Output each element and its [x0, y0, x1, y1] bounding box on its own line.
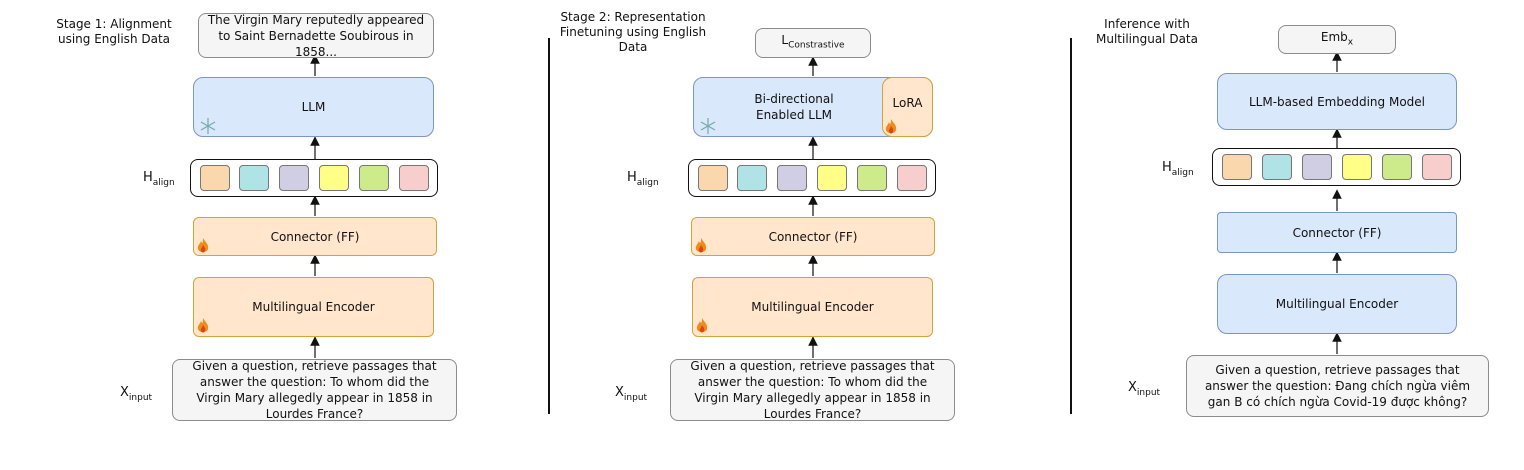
stage1-halign-label: Halign	[143, 170, 175, 188]
stage3-halign-label: Halign	[1162, 160, 1194, 178]
token-cell	[239, 165, 269, 191]
snowflake-icon	[200, 118, 216, 134]
stage2-encoder-box: Multilingual Encoder	[692, 277, 933, 337]
token-cell	[359, 165, 389, 191]
stage1-title: Stage 1: Alignment using English Data	[56, 17, 172, 46]
stage2-halign-label: Halign	[627, 170, 659, 188]
stage3-encoder-box: Multilingual Encoder	[1217, 274, 1457, 334]
snowflake-icon	[700, 118, 716, 134]
token-cell	[1382, 154, 1412, 180]
token-cell	[319, 165, 349, 191]
token-cell	[737, 165, 767, 191]
stage3-halign-tokens	[1212, 148, 1461, 186]
stage2-title: Stage 2: Representation Finetuning using…	[559, 10, 707, 54]
stage1-input-text: Given a question, retrieve passages that…	[172, 359, 457, 421]
token-cell	[1422, 154, 1452, 180]
emb-label: Embx	[1320, 29, 1354, 48]
token-cell	[817, 165, 847, 191]
token-cell	[777, 165, 807, 191]
fire-icon	[197, 238, 209, 253]
stage2-input-text: Given a question, retrieve passages that…	[670, 359, 955, 421]
fire-icon	[197, 318, 209, 333]
stage3-title: Inference with Multilingual Data	[1096, 17, 1198, 46]
stage-divider-1	[548, 38, 550, 414]
stage2-input-label: Xinput	[615, 385, 648, 403]
stage2-halign-tokens	[688, 159, 936, 197]
token-cell	[857, 165, 887, 191]
loss-label: LConstrastive	[781, 33, 845, 51]
stage3-connector-box: Connector (FF)	[1217, 212, 1457, 253]
token-cell	[1342, 154, 1372, 180]
stage1-encoder-box: Multilingual Encoder	[193, 277, 434, 337]
token-cell	[1262, 154, 1292, 180]
token-cell	[279, 165, 309, 191]
lora-adapter-box: LoRA	[882, 77, 933, 137]
token-cell	[399, 165, 429, 191]
token-cell	[698, 165, 728, 191]
stage2-loss-box: LConstrastive	[755, 28, 871, 58]
fire-icon	[885, 119, 897, 134]
token-cell	[200, 165, 230, 191]
fire-icon	[695, 238, 707, 253]
stage1-input-label: Xinput	[120, 385, 153, 403]
stage-divider-2	[1070, 38, 1072, 414]
stage3-input-text: Given a question, retrieve passages that…	[1186, 355, 1489, 417]
stage1-halign-tokens	[190, 159, 438, 197]
token-cell	[1222, 154, 1252, 180]
stage1-connector-box: Connector (FF)	[193, 217, 437, 256]
stage1-llm-box: LLM	[193, 77, 434, 137]
token-cell	[897, 165, 927, 191]
token-cell	[1302, 154, 1332, 180]
stage2-connector-box: Connector (FF)	[691, 217, 935, 256]
fire-icon	[696, 318, 708, 333]
stage3-emb-box: Embx	[1278, 25, 1396, 54]
stage3-input-label: Xinput	[1128, 380, 1161, 398]
stage1-output-text: The Virgin Mary reputedly appeared to Sa…	[198, 13, 434, 59]
stage3-model-box: LLM-based Embedding Model	[1217, 73, 1457, 130]
